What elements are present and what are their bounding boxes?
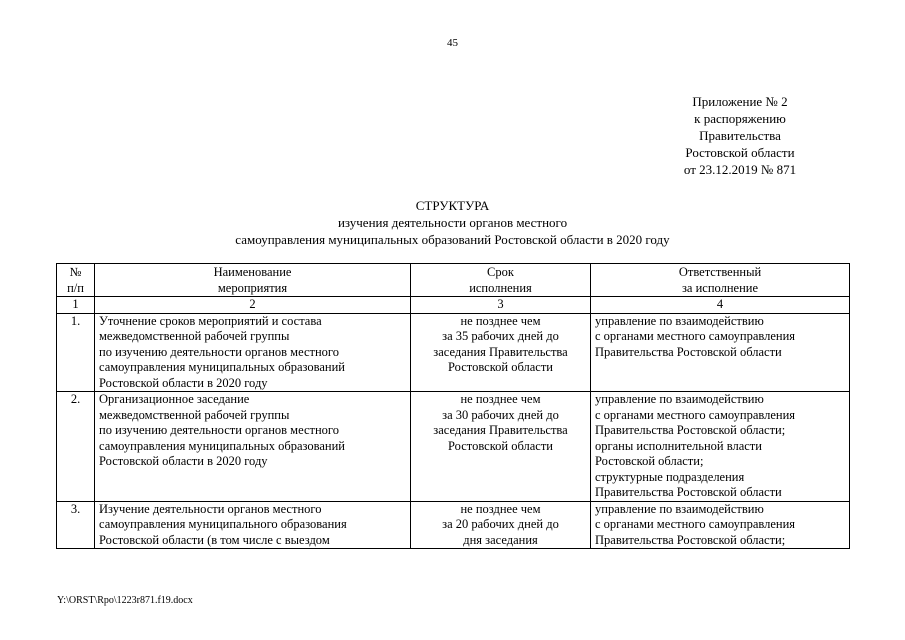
header-text: п/п <box>67 280 84 295</box>
document-title: СТРУКТУРА изучения деятельности органов … <box>0 197 905 248</box>
event-name: Организационное заседание межведомственн… <box>94 391 411 502</box>
cell-line: Ростовской области в 2020 году <box>99 454 268 468</box>
appendix-line: от 23.12.2019 № 871 <box>683 162 797 177</box>
appendix-line: Приложение № 2 <box>692 94 788 109</box>
cell-line: Правительства Ростовской области <box>595 344 782 359</box>
cell-line: Изучение деятельности органов местного <box>99 501 322 516</box>
cell-line: Уточнение сроков мероприятий и состава <box>99 313 322 328</box>
cell-line: заседания Правительства <box>433 423 568 437</box>
responsible: управление по взаимодействию с органами … <box>590 312 850 392</box>
cell-line: не позднее чем <box>460 501 541 516</box>
cell-line: управление по взаимодействию <box>595 313 764 328</box>
cell-line: по изучению деятельности органов местног… <box>99 423 339 437</box>
event-name: Изучение деятельности органов местного с… <box>94 500 411 549</box>
title-line: изучения деятельности органов местного <box>337 215 568 230</box>
header-name: Наименование мероприятия <box>94 263 411 297</box>
cell-line: Правительства Ростовской области; <box>595 423 786 437</box>
table-row: 2. Организационное заседание межведомств… <box>56 391 850 502</box>
cell-line: Ростовской области <box>448 438 553 453</box>
cell-line: самоуправления муниципальных образований <box>99 360 345 374</box>
cell-line: по изучению деятельности органов местног… <box>99 344 339 359</box>
cell-line: органы исполнительной власти <box>595 438 762 453</box>
cell-line: самоуправления муниципального образовани… <box>99 517 347 531</box>
structure-table: № п/п Наименование мероприятия Срок испо… <box>56 263 850 549</box>
cell-line: с органами местного самоуправления <box>595 517 796 531</box>
deadline: не позднее чем за 20 рабочих дней до дня… <box>410 500 591 549</box>
cell-line: межведомственной рабочей группы <box>99 407 290 422</box>
header-text: Срок <box>487 265 514 279</box>
cell-line: за 20 рабочих дней до <box>442 517 559 531</box>
cell-line: Ростовской области; <box>595 454 704 468</box>
row-number: 3. <box>56 500 95 549</box>
appendix-line: Ростовской области <box>685 145 795 160</box>
table-header-row: № п/п Наименование мероприятия Срок испо… <box>56 263 850 297</box>
appendix-line: к распоряжению <box>694 111 786 126</box>
cell-line: с органами местного самоуправления <box>595 407 796 422</box>
header-term: Срок исполнения <box>410 263 591 297</box>
file-path-footer: Y:\ORST\Rpo\1223r871.f19.docx <box>57 595 193 606</box>
column-number: 3 <box>410 296 591 314</box>
header-responsible: Ответственный за исполнение <box>590 263 850 297</box>
title-line: самоуправления муниципальных образований… <box>235 232 670 247</box>
cell-line: Ростовской области в 2020 году <box>99 375 268 390</box>
appendix-line: Правительства <box>699 128 781 143</box>
header-text: за исполнение <box>681 280 759 295</box>
cell-line: не позднее чем <box>460 313 541 328</box>
table-row: 3. Изучение деятельности органов местног… <box>56 500 850 549</box>
cell-line: межведомственной рабочей группы <box>99 329 290 343</box>
header-text: мероприятия <box>217 280 288 295</box>
cell-line: дня заседания <box>463 532 538 547</box>
appendix-note: Приложение № 2 к распоряжению Правительс… <box>650 93 830 178</box>
responsible: управление по взаимодействию с органами … <box>590 500 850 549</box>
page-number: 45 <box>447 37 458 49</box>
deadline: не позднее чем за 30 рабочих дней до зас… <box>410 391 591 502</box>
cell-line: Правительства Ростовской области; <box>595 532 786 547</box>
cell-line: самоуправления муниципальных образований <box>99 438 345 453</box>
responsible: управление по взаимодействию с органами … <box>590 391 850 502</box>
column-number-row: 1 2 3 4 <box>56 296 850 314</box>
cell-line: Ростовской области <box>448 360 553 374</box>
cell-line: Ростовской области (в том числе с выездо… <box>99 532 330 547</box>
cell-line: структурные подразделения <box>595 469 745 484</box>
deadline: не позднее чем за 35 рабочих дней до зас… <box>410 312 591 392</box>
header-text: Наименование <box>213 265 292 279</box>
header-text: № <box>69 265 82 279</box>
cell-line: управление по взаимодействию <box>595 501 764 516</box>
cell-line: с органами местного самоуправления <box>595 329 796 343</box>
cell-line: не позднее чем <box>460 392 541 406</box>
table-row: 1. Уточнение сроков мероприятий и состав… <box>56 312 850 392</box>
cell-line: заседания Правительства <box>433 344 568 359</box>
cell-line: Правительства Ростовской области <box>595 485 782 499</box>
title-line: СТРУКТУРА <box>415 198 490 213</box>
row-number: 1. <box>56 312 95 392</box>
column-number: 2 <box>94 296 411 314</box>
cell-line: управление по взаимодействию <box>595 392 764 406</box>
column-number: 4 <box>590 296 850 314</box>
cell-line: Организационное заседание <box>99 392 250 406</box>
header-text: исполнения <box>469 280 532 295</box>
column-number: 1 <box>56 296 95 314</box>
header-text: Ответственный <box>678 265 762 279</box>
cell-line: за 35 рабочих дней до <box>442 329 559 343</box>
cell-line: за 30 рабочих дней до <box>442 407 559 422</box>
event-name: Уточнение сроков мероприятий и состава м… <box>94 312 411 392</box>
header-num: № п/п <box>56 263 95 297</box>
row-number: 2. <box>56 391 95 502</box>
